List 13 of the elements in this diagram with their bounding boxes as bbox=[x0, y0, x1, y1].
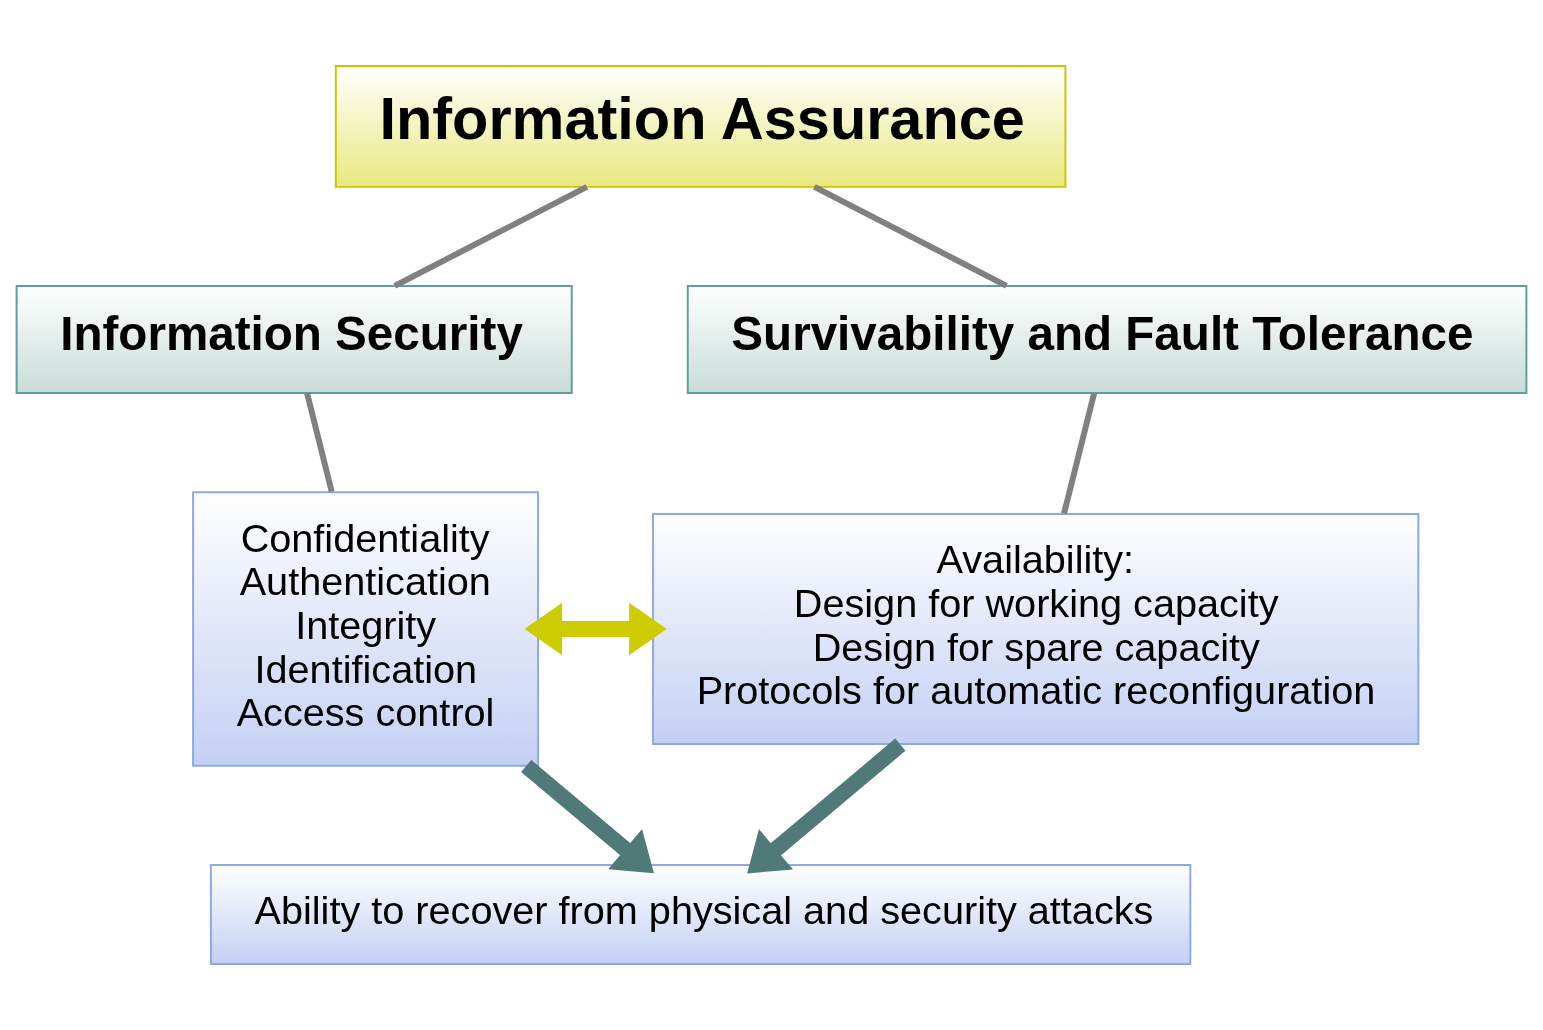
node-box: Availability: Design for working capacity Design for spare capacity Protocols for automatic reconfiguration bbox=[652, 513, 1420, 745]
node-box: Survivability and Fault Tolerance bbox=[686, 285, 1528, 395]
node-box: Confidentiality Authentication Integrity Identification Access control bbox=[192, 491, 540, 767]
arrow bbox=[521, 759, 654, 874]
connector bbox=[813, 184, 1008, 289]
node-box: Information Assurance bbox=[334, 64, 1067, 188]
arrow bbox=[747, 738, 906, 874]
connector bbox=[1061, 392, 1098, 515]
node-box: Information Security bbox=[15, 285, 573, 395]
node-box: Ability to recover from physical and security attacks bbox=[209, 863, 1192, 966]
connector bbox=[393, 184, 589, 289]
arrow bbox=[524, 602, 667, 656]
connector bbox=[304, 392, 335, 493]
